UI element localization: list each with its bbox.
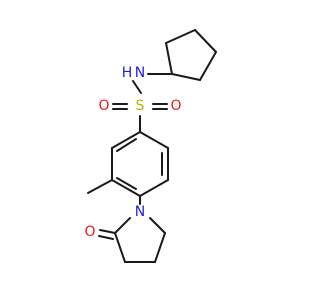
bond [111,179,141,197]
atom-label-o-carbonyl: O [84,224,95,240]
bond [116,138,137,152]
bond [165,29,196,44]
benzene-ring [111,131,169,197]
atom-label-n-sulfonamide: N [135,65,145,81]
bond [171,73,201,81]
bond [116,177,137,190]
atom-label-h: H [122,65,133,81]
atom-label-n-ring: N [135,204,145,220]
bond [149,217,166,234]
atom-label-o-right: O [170,98,181,114]
bond [139,179,169,197]
bond [98,235,114,240]
bond [194,29,217,53]
cyclopentyl-ring [165,29,217,81]
methyl-bond [87,179,113,194]
bond [111,131,141,149]
bond [114,232,126,263]
atom-label-s: S [136,98,145,114]
bond [99,229,116,234]
pyrrolidinone-ring [114,217,166,263]
bond [199,51,217,81]
bond [114,217,131,234]
bond [165,42,173,75]
molecule-diagram: N H S O O N O [84,29,217,263]
atom-label-o-left: O [98,98,109,114]
structure-canvas: N H S O O N O [84,29,217,263]
carbonyl-group [98,229,116,240]
sulfonyl-group [112,103,168,110]
bond [154,232,166,263]
bond [132,80,142,94]
bond [139,131,169,149]
